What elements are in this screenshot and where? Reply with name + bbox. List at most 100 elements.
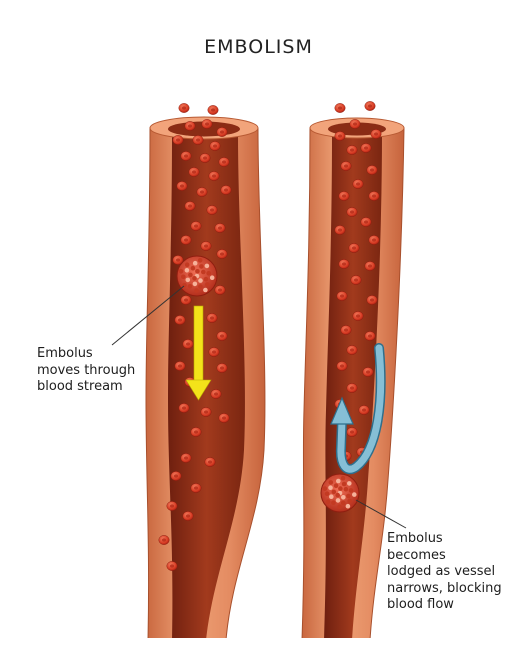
embolus-moving (177, 256, 217, 296)
clot-texture (185, 262, 190, 267)
blood-cell-center (184, 456, 188, 459)
blood-cell-center (174, 474, 178, 477)
blood-cell-center (220, 252, 224, 255)
blood-cell-center (370, 298, 374, 301)
blood-cell-center (213, 144, 217, 147)
blood-cell-center (340, 294, 344, 297)
blood-cell-center (370, 168, 374, 171)
blood-cell-center (342, 262, 346, 265)
blood-cell-center (208, 460, 212, 463)
blood-cell-center (178, 364, 182, 367)
caption-line: Embolus (37, 346, 135, 363)
clot-texture (338, 486, 343, 491)
clot-texture (334, 483, 339, 488)
blood-cell-center (210, 208, 214, 211)
blood-cell-center (170, 504, 174, 507)
blood-cell-center (176, 138, 180, 141)
clot-texture (337, 504, 342, 509)
blood-cell-center (372, 238, 376, 241)
blood-cell-center (218, 226, 222, 229)
clot-texture (344, 487, 349, 492)
clot-texture (341, 501, 346, 506)
blood-cell-center (192, 170, 196, 173)
caption-embolus-moving: Embolus moves through blood stream (37, 346, 135, 396)
blood-cell-center (372, 194, 376, 197)
caption-line: narrows, blocking (387, 581, 502, 598)
embolus-lodged (321, 474, 359, 512)
clot-texture (203, 288, 208, 293)
blood-cell-center (186, 514, 190, 517)
blood-cell-center (194, 430, 198, 433)
blood-cell-center (344, 328, 348, 331)
blood-cell-center (212, 174, 216, 177)
blood-cell-center (222, 160, 226, 163)
blood-cell-center (342, 194, 346, 197)
clot-texture (325, 491, 330, 496)
clot-texture (205, 282, 210, 287)
blood-cell-center (194, 224, 198, 227)
clot-texture (198, 278, 203, 283)
clot-texture (188, 284, 193, 289)
clot-texture (193, 282, 198, 287)
blood-cell-center (170, 564, 174, 567)
blood-cell-center (176, 258, 180, 261)
clot-texture (349, 488, 354, 493)
clot-texture (179, 269, 184, 274)
blood-cell-center (184, 154, 188, 157)
clot-texture (335, 493, 340, 498)
caption-embolus-lodged: Embolus becomes lodged as vessel narrows… (387, 531, 502, 614)
clot-texture (323, 486, 328, 491)
clot-texture (193, 261, 198, 266)
blood-cell-center (186, 342, 190, 345)
blood-cell-center (188, 204, 192, 207)
clot-texture (195, 269, 200, 274)
clot-texture (336, 479, 341, 484)
caption-line: blood stream (37, 379, 135, 396)
blood-cell-center (178, 318, 182, 321)
blood-cell-center (212, 350, 216, 353)
blood-cell-center (184, 238, 188, 241)
clot-texture (326, 499, 331, 504)
blood-cell-center (220, 334, 224, 337)
blood-cell-center (220, 366, 224, 369)
blood-cell-center (350, 430, 354, 433)
blood-cell-center (211, 108, 215, 111)
clot-texture (346, 494, 351, 499)
blood-cell-center (362, 408, 366, 411)
clot-texture (341, 495, 346, 500)
blood-cell-center (182, 106, 186, 109)
clot-texture (185, 268, 190, 273)
caption-line: lodged as vessel (387, 564, 502, 581)
blood-cell-center (204, 410, 208, 413)
blood-cell-center (356, 314, 360, 317)
blood-cell-center (338, 134, 342, 137)
clot-texture (181, 275, 186, 280)
blood-cell-center (214, 392, 218, 395)
blood-cell-center (200, 190, 204, 193)
blood-cell-center (368, 264, 372, 267)
blood-cell-center (162, 538, 166, 541)
clot-texture (336, 498, 341, 503)
clot-texture (329, 494, 334, 499)
blood-cell-center (364, 220, 368, 223)
blood-cell-center (364, 146, 368, 149)
clot-texture (198, 284, 203, 289)
clot-texture (192, 276, 197, 281)
blood-cell-center (196, 138, 200, 141)
clot-texture (352, 492, 357, 497)
blood-cell-center (368, 334, 372, 337)
blood-cell-center (180, 184, 184, 187)
clot-texture (206, 271, 211, 276)
blood-cell-center (350, 148, 354, 151)
clot-texture (331, 500, 336, 505)
clot-texture (210, 275, 215, 280)
blood-cell-center (353, 122, 357, 125)
blood-cell-center (194, 486, 198, 489)
clot-texture (346, 504, 351, 509)
clot-texture (332, 490, 337, 495)
blood-cell-center (220, 130, 224, 133)
clot-texture (347, 499, 352, 504)
blood-cell-center (350, 348, 354, 351)
blood-cell-center (340, 364, 344, 367)
blood-cell-center (203, 156, 207, 159)
